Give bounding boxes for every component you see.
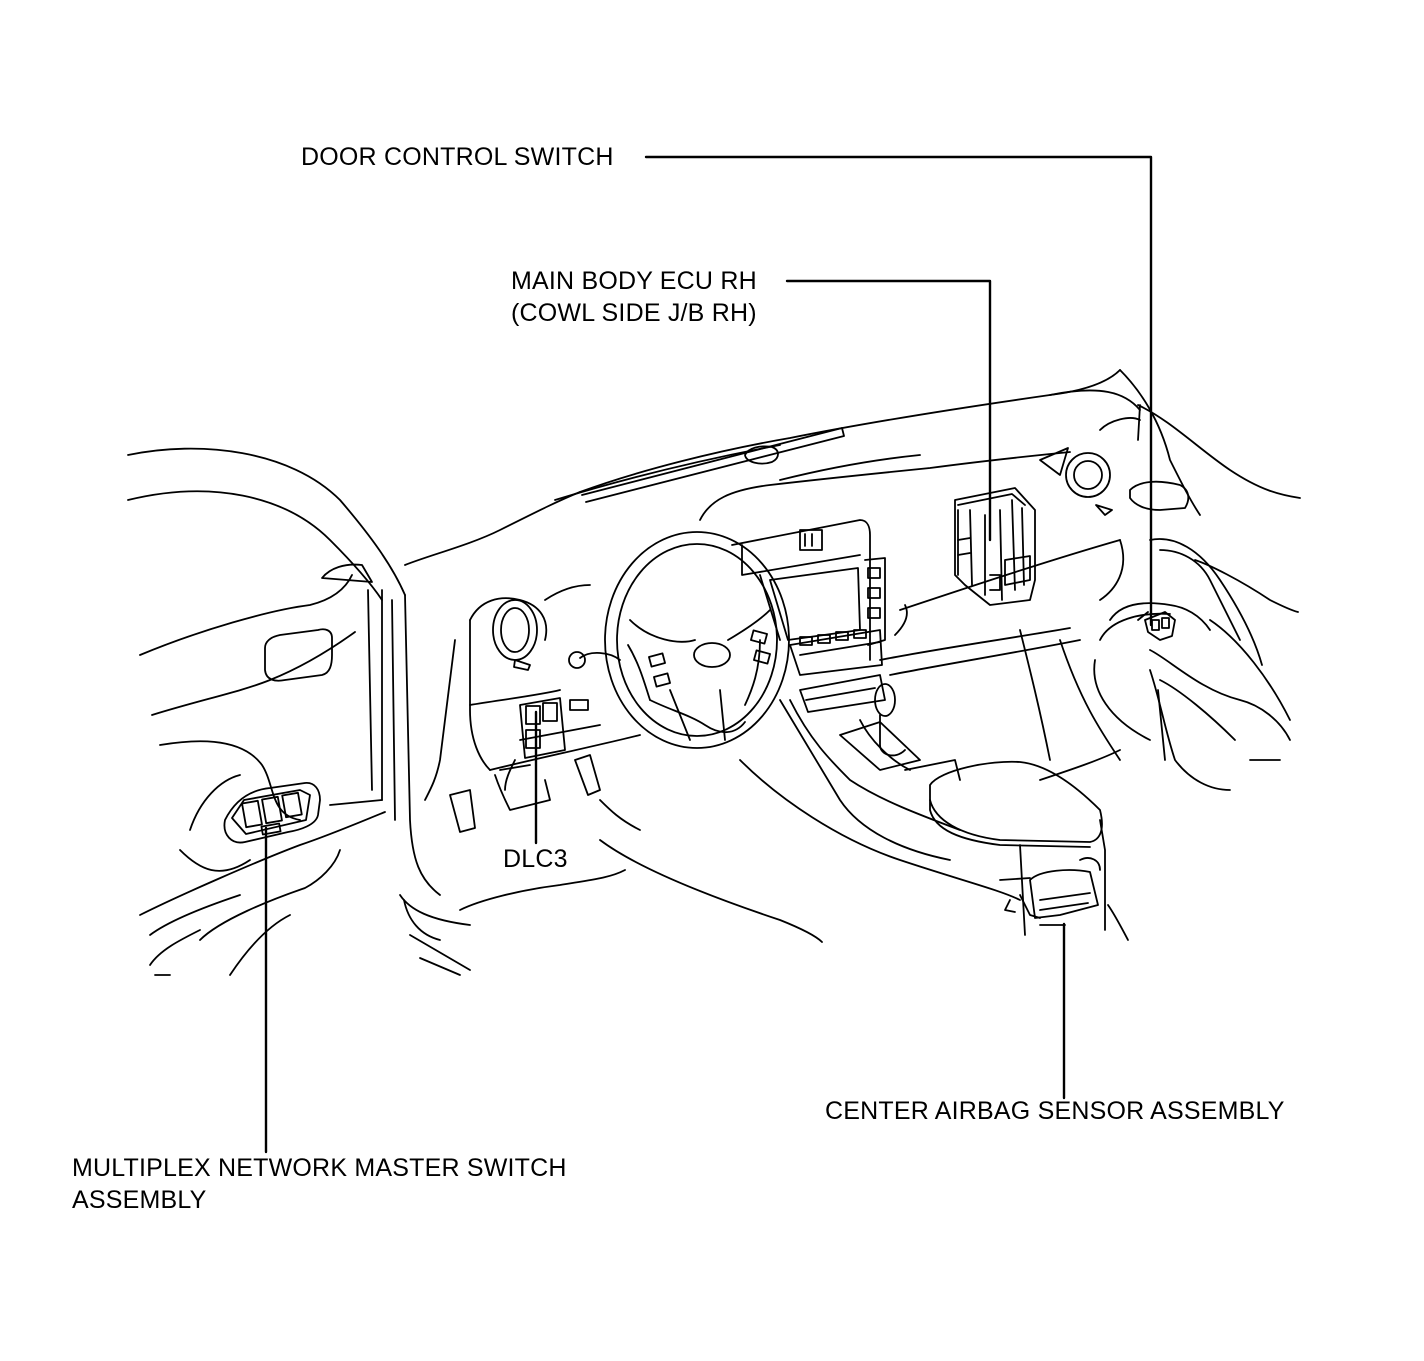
leader-line-door-control-switch bbox=[644, 155, 1153, 627]
leader-lines bbox=[264, 155, 1153, 1154]
label-main-body-ecu-line2: (COWL SIDE J/B RH) bbox=[511, 299, 757, 327]
label-dlc3: DLC3 bbox=[503, 843, 568, 875]
left-dash-panel bbox=[424, 584, 641, 833]
main-body-ecu-rh bbox=[954, 487, 1036, 606]
right-door bbox=[1019, 369, 1301, 791]
label-multiplex-switch: MULTIPLEX NETWORK MASTER SWITCH ASSEMBLY bbox=[72, 1152, 567, 1216]
label-center-airbag-sensor: CENTER AIRBAG SENSOR ASSEMBLY bbox=[825, 1095, 1285, 1127]
label-main-body-ecu-line1: MAIN BODY ECU RH bbox=[511, 267, 757, 295]
armrest bbox=[929, 760, 1103, 843]
label-main-body-ecu: MAIN BODY ECU RH (COWL SIDE J/B RH) bbox=[511, 265, 757, 329]
leader-line-main-body-ecu bbox=[785, 279, 992, 542]
label-multiplex-line1: MULTIPLEX NETWORK MASTER SWITCH bbox=[72, 1154, 567, 1182]
label-center-airbag-sensor-text: CENTER AIRBAG SENSOR ASSEMBLY bbox=[825, 1097, 1285, 1125]
multiplex-switch-body bbox=[231, 789, 311, 835]
label-dlc3-text: DLC3 bbox=[503, 845, 568, 873]
door-control-switch-body bbox=[1144, 611, 1176, 641]
label-multiplex-line2: ASSEMBLY bbox=[72, 1186, 207, 1214]
a-pillar-left bbox=[391, 594, 471, 976]
label-door-control-switch: DOOR CONTROL SWITCH bbox=[301, 141, 614, 173]
label-door-control-switch-text: DOOR CONTROL SWITCH bbox=[301, 143, 614, 171]
left-door bbox=[127, 447, 406, 976]
center-airbag-sensor bbox=[1029, 869, 1099, 919]
center-console bbox=[459, 683, 1129, 943]
dashboard bbox=[404, 369, 1141, 713]
steering-wheel bbox=[568, 531, 790, 749]
